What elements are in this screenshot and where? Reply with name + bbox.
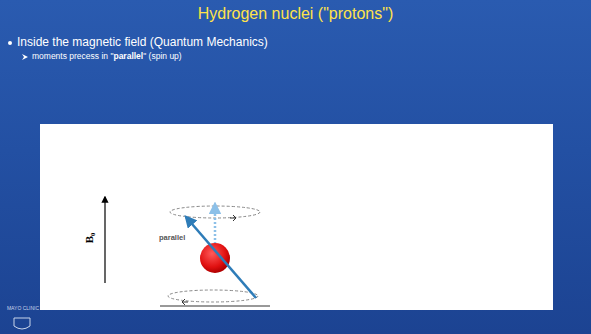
sub-bullet-arrow xyxy=(22,54,28,60)
field-arrow xyxy=(104,197,105,283)
spin-axis xyxy=(214,204,217,244)
bullet-text: Inside the magnetic field (Quantum Mecha… xyxy=(17,35,268,49)
base-line xyxy=(160,306,270,307)
orbit-arrow xyxy=(230,215,236,221)
slide-title: Hydrogen nuclei ("protons") xyxy=(0,5,591,23)
white-panel xyxy=(40,124,553,310)
bullet-dot xyxy=(8,41,12,45)
sub-bullet-text: moments precess in "parallel" (spin up) xyxy=(32,51,182,61)
state-label: parallel xyxy=(159,233,185,242)
bold-word: parallel xyxy=(113,51,143,61)
logo-shield xyxy=(14,318,30,329)
logo-text: MAYO CLINIC xyxy=(6,306,40,311)
precession-orbit xyxy=(168,290,258,302)
magnetic-moment-arrow xyxy=(186,217,256,298)
proton-sphere xyxy=(200,243,230,273)
field-label: B₀ xyxy=(83,233,95,244)
orbit-arrow xyxy=(182,299,188,305)
